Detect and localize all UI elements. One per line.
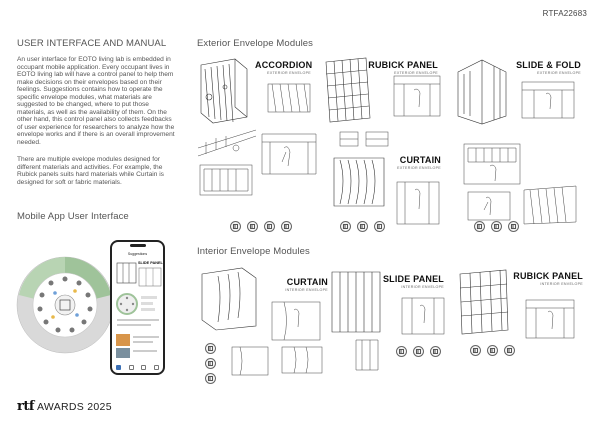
module-sub: EXTERIOR ENVELOPE [397,166,441,170]
control-half-icon[interactable] [247,221,258,232]
phone-suggestion-circle[interactable] [115,292,161,332]
module-sub: EXTERIOR ENVELOPE [537,71,581,75]
nav-home-icon[interactable] [116,365,121,370]
slidefold-control-icons [474,221,519,232]
module-accordion-heading: ACCORDION EXTERIOR ENVELOPE [255,60,313,75]
control-wheel-diagram [16,256,114,354]
phone-text-line [133,350,157,352]
rubick-int-interior-sketch [525,299,575,339]
accordion-detail-sketch [267,83,311,113]
phone-bottom-nav [116,365,159,370]
module-curtain-ext-heading: CURTAIN EXTERIOR ENVELOPE [383,155,441,170]
phone-card-label: SLIDE PANEL [138,261,163,265]
module-curtain-int-heading: CURTAIN INTERIOR ENVELOPE [272,277,328,292]
project-code: RTFA22683 [542,9,587,18]
phone-material-thumb-1[interactable] [116,334,130,346]
rtf-logo: rtf [17,399,34,414]
phone-panel-sketch [138,267,162,287]
nav-envelope-icon[interactable] [128,365,134,370]
curtain-ext-interior-sketch [396,181,440,225]
module-sub: EXTERIOR ENVELOPE [267,71,311,75]
module-name: SLIDE PANEL [382,274,444,284]
interior-title: Interior Envelope Modules [197,246,310,257]
rubick-int-control-icons [470,345,515,356]
phone-material-thumb-2[interactable] [116,348,130,358]
module-slidepanel-heading: SLIDE PANEL INTERIOR ENVELOPE [378,274,444,289]
phone-notch [130,244,146,247]
curtain-int-room-sketch-2 [281,346,323,374]
module-name: RUBICK PANEL [513,271,583,281]
phone-screen-title: Suggestions [127,252,148,256]
phone-mockup: Suggestions SLIDE PANEL [110,240,165,375]
nav-profile-icon[interactable] [153,365,159,370]
control-close-icon[interactable] [374,221,385,232]
module-name: CURTAIN [399,155,441,165]
module-name: SLIDE & FOLD [516,60,581,70]
slidefold-fold-sketch [523,185,577,225]
phone-text-line [133,341,153,343]
accordion-control-icons [230,221,292,232]
module-sub: INTERIOR ENVELOPE [401,285,444,289]
control-close-icon[interactable] [504,345,515,356]
module-sub: INTERIOR ENVELOPE [540,282,583,286]
slidefold-room-sketch [463,143,521,185]
description-paragraph-2: There are multiple evelope modules desig… [17,156,164,186]
exterior-title: Exterior Envelope Modules [197,38,314,49]
mobile-app-title: Mobile App User Interface [17,211,129,222]
module-slidefold-heading: SLIDE & FOLD EXTERIOR ENVELOPE [505,60,581,75]
slidepanel-section-sketch [355,339,379,371]
slidepanel-interior-sketch [401,297,445,335]
curtain-int-room-sketch [231,346,269,376]
curtain-int-detail-sketch [271,301,321,341]
curtain-int-sketch [201,267,257,331]
control-half-icon[interactable] [491,221,502,232]
control-close-icon[interactable] [430,346,441,357]
control-close-icon[interactable] [205,373,216,384]
rubick-ext-detail-sketch [339,131,389,147]
control-open-icon[interactable] [230,221,241,232]
curtain-int-control-icons [205,343,216,384]
accordion-interior-sketch [261,133,317,175]
control-half-icon[interactable] [357,221,368,232]
phone-text-line [133,336,159,338]
control-tilt-icon[interactable] [281,221,292,232]
module-rubick-ext-heading: RUBICK PANEL EXTERIOR ENVELOPE [360,60,438,75]
control-open-icon[interactable] [340,221,351,232]
accordion-section-sketch [197,129,257,157]
control-close-icon[interactable] [508,221,519,232]
module-sub: EXTERIOR ENVELOPE [394,71,438,75]
control-half-icon[interactable] [205,358,216,369]
accordion-room-sketch [199,164,253,196]
module-rubick-int-heading: RUBICK PANEL INTERIOR ENVELOPE [505,271,583,286]
awards-year: AWARDS 2025 [36,400,112,413]
control-open-icon[interactable] [205,343,216,354]
rubick-int-sketch [459,269,509,335]
module-name: ACCORDION [255,60,313,70]
control-open-icon[interactable] [474,221,485,232]
nav-feedback-icon[interactable] [141,365,147,370]
slidepanel-control-icons [396,346,441,357]
accordion-sketch [200,58,248,124]
curtain-ext-sketch [333,157,385,207]
phone-module-sketch[interactable] [116,260,138,286]
rubick-ext-interior-sketch [393,75,441,117]
awards-footer: rtf AWARDS 2025 [17,399,112,414]
slidefold-sketch [457,59,507,125]
control-open-icon[interactable] [470,345,481,356]
slidefold-interior-sketch [521,81,575,119]
module-sub: INTERIOR ENVELOPE [285,288,328,292]
control-half-icon[interactable] [487,345,498,356]
module-name: CURTAIN [286,277,328,287]
slidefold-figure-sketch [467,191,511,221]
control-close-icon[interactable] [264,221,275,232]
slidepanel-sketch [331,271,381,333]
description-paragraph-1: An user interface for EOTO living lab is… [17,56,175,146]
user-interface-title: USER INTERFACE AND MANUAL [17,38,167,49]
rubick-ext-sketch [325,57,371,123]
rubick-curtain-control-icons [340,221,385,232]
module-name: RUBICK PANEL [368,60,438,70]
control-half-icon[interactable] [413,346,424,357]
control-open-icon[interactable] [396,346,407,357]
